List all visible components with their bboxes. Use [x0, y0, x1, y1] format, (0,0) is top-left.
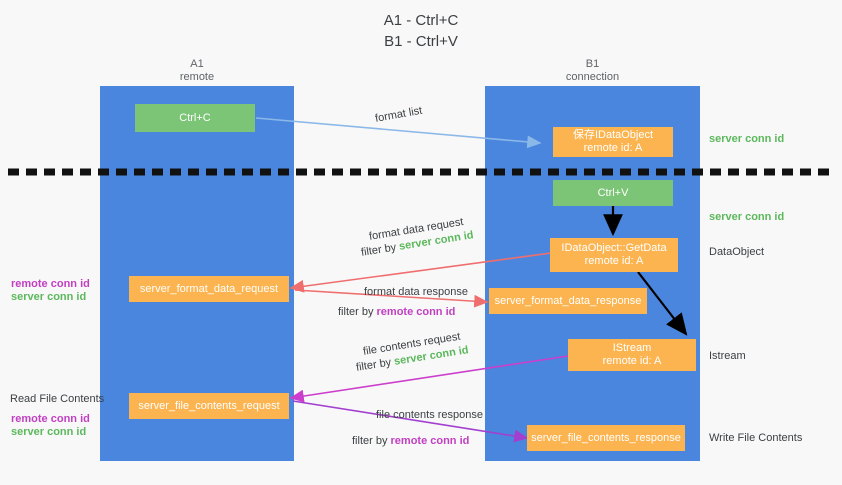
title-line-2: B1 - Ctrl+V	[384, 33, 458, 50]
lane-header-a1: A1 remote	[100, 58, 294, 84]
box-istream[interactable]: IStream remote id: A	[568, 339, 696, 371]
lane-b1-name: B1	[585, 58, 600, 70]
box-getdata-line2: remote id: A	[584, 255, 644, 267]
box-server-format-data-request-label: server_format_data_request	[139, 282, 279, 295]
box-idataobject-getdata[interactable]: IDataObject::GetData remote id: A	[550, 238, 678, 272]
lane-a1-sub: remote	[179, 71, 215, 83]
lane-a1-name: A1	[190, 58, 204, 70]
fcresp-filter-key: remote conn id	[390, 435, 470, 447]
side-label-remote-conn-id-1: remote conn id	[11, 278, 90, 290]
box-server-file-contents-response-label: server_file_contents_response	[531, 431, 681, 444]
side-label-server-conn-id-top: server conn id	[709, 133, 785, 145]
side-label-dataobject: DataObject	[709, 246, 765, 258]
edge-label-file-contents-response-filter: filter by remote conn id	[352, 434, 469, 448]
lane-header-b1: B1 connection	[485, 58, 700, 84]
side-label-server-conn-id-2: server conn id	[11, 426, 87, 438]
box-ctrl-c[interactable]: Ctrl+C	[135, 104, 255, 132]
side-label-istream: Istream	[709, 350, 746, 362]
page-title: A1 - Ctrl+C B1 - Ctrl+V	[0, 10, 842, 52]
side-label-remote-conn-id-2: remote conn id	[11, 413, 90, 425]
edge-label-file-contents-response: file contents response	[376, 409, 484, 421]
title-line-1: A1 - Ctrl+C	[383, 12, 459, 29]
edge-label-format-list: format list	[374, 104, 424, 125]
box-ctrl-v[interactable]: Ctrl+V	[553, 180, 673, 206]
fdresp-filter-prefix: filter by	[338, 306, 377, 318]
fcresp-filter-prefix: filter by	[352, 435, 391, 447]
box-istream-line1: IStream	[612, 342, 652, 354]
box-server-format-data-response-label: server_format_data_response	[494, 294, 642, 307]
box-ctrl-c-label: Ctrl+C	[179, 111, 211, 124]
box-server-file-contents-request[interactable]: server_file_contents_request	[129, 393, 289, 419]
box-server-file-contents-request-label: server_file_contents_request	[138, 399, 280, 412]
box-istream-line2: remote id: A	[602, 355, 662, 367]
box-save-idataobject[interactable]: 保存IDataObject remote id: A	[553, 127, 673, 157]
box-save-idataobject-line2: remote id: A	[583, 142, 643, 154]
fcreq-filter-prefix: filter by	[355, 355, 396, 374]
box-getdata-line1: IDataObject::GetData	[561, 242, 667, 254]
edge-label-format-data-response: format data response	[364, 286, 468, 298]
edge-label-format-data-response-filter: filter by remote conn id	[338, 305, 455, 319]
box-ctrl-v-label: Ctrl+V	[597, 186, 629, 199]
box-save-idataobject-line1: 保存IDataObject	[572, 129, 654, 141]
side-label-read-file-contents: Read File Contents	[10, 393, 105, 405]
side-label-server-conn-id-1: server conn id	[11, 291, 87, 303]
lane-b1-sub: connection	[565, 71, 620, 83]
box-server-format-data-response[interactable]: server_format_data_response	[489, 288, 647, 314]
side-label-server-conn-id-mid: server conn id	[709, 211, 785, 223]
side-label-write-file-contents: Write File Contents	[709, 432, 803, 444]
fdreq-filter-prefix: filter by	[360, 240, 401, 259]
box-server-file-contents-response[interactable]: server_file_contents_response	[527, 425, 685, 451]
box-server-format-data-request[interactable]: server_format_data_request	[129, 276, 289, 302]
fdresp-filter-key: remote conn id	[376, 306, 456, 318]
